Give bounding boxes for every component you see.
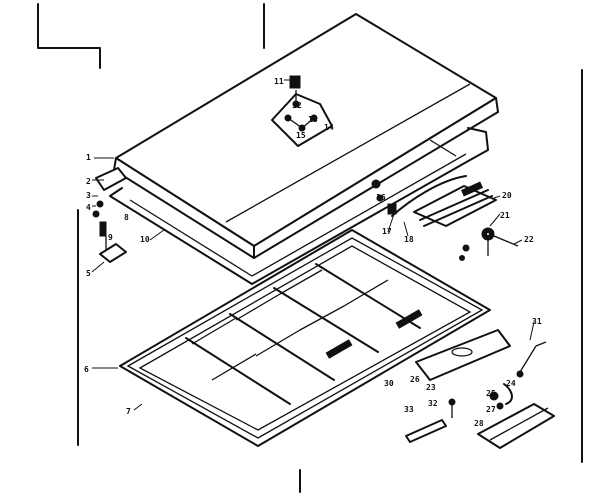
callout-7: 7 [126, 407, 131, 416]
callout-22: 22 [524, 235, 534, 244]
callout-14: 14 [324, 123, 334, 132]
leader-lines [91, 79, 535, 411]
callout-10: 10 [140, 235, 150, 244]
callout-17: 17 [382, 227, 392, 236]
callout-3: 3 [86, 191, 91, 200]
lid-liner [109, 127, 489, 285]
callout-2: 2 [86, 177, 91, 186]
callout-33: 33 [404, 405, 414, 414]
callout-13: 13 [308, 115, 318, 124]
callout-32: 32 [428, 399, 438, 408]
callout-25: 25 [486, 389, 496, 398]
callout-9: 9 [108, 233, 113, 242]
callout-27: 27 [486, 405, 496, 414]
callout-8: 8 [124, 213, 129, 222]
callout-labels: 1 2 3 4 5 6 7 8 9 10 11 12 13 14 15 16 1… [84, 77, 542, 428]
callout-15: 15 [296, 131, 306, 140]
hinge-bracket [271, 75, 333, 147]
lock-assembly [405, 329, 555, 449]
door-gasket [119, 229, 491, 447]
callout-6: 6 [84, 365, 89, 374]
callout-21: 21 [500, 211, 510, 220]
callout-16: 16 [376, 193, 386, 202]
callout-12: 12 [292, 101, 302, 110]
callout-18: 18 [404, 235, 414, 244]
callout-30: 30 [384, 379, 394, 388]
frame-marks [37, 3, 583, 493]
callout-26: 26 [410, 375, 420, 384]
left-hinge [92, 167, 127, 263]
callout-23: 23 [426, 383, 436, 392]
callout-11: 11 [274, 77, 284, 86]
callout-1: 1 [86, 153, 91, 162]
callout-4: 4 [86, 203, 91, 212]
handle-assembly [371, 175, 519, 261]
callout-5: 5 [86, 269, 91, 278]
callout-20: 20 [502, 191, 512, 200]
callout-31: 31 [532, 317, 542, 326]
callout-28: 28 [474, 419, 484, 428]
callout-24: 24 [506, 379, 516, 388]
